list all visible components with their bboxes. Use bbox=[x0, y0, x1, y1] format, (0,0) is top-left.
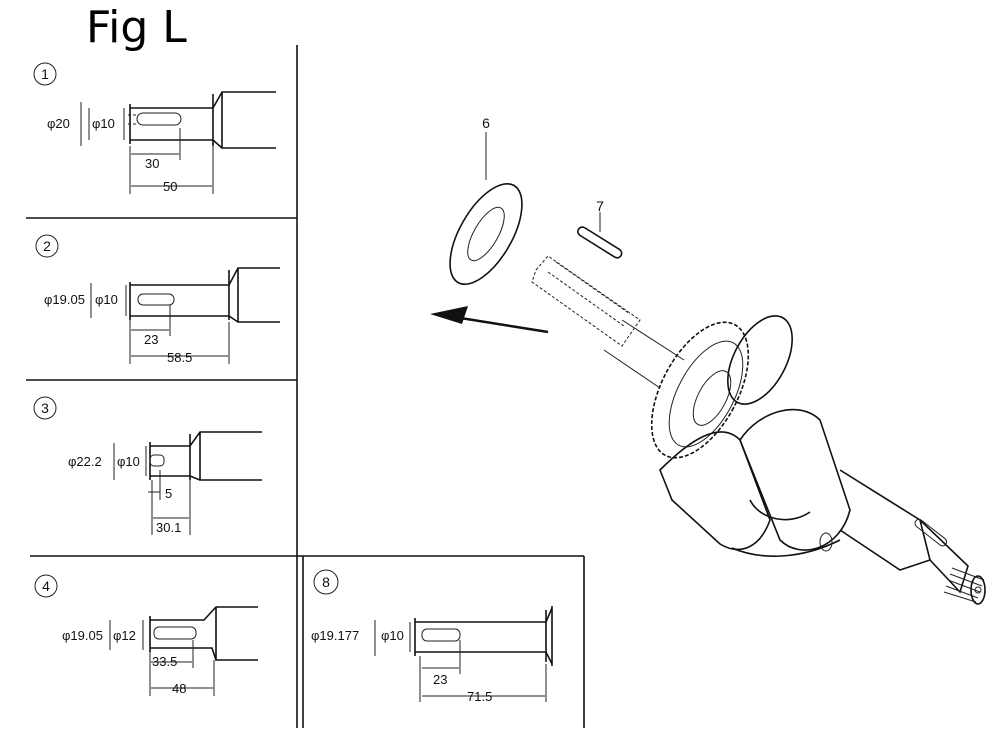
panel-number-circle bbox=[33, 62, 57, 86]
shaft-panel-8: 8 φ19.177 φ10 23 71.5 bbox=[311, 569, 553, 704]
key-callout: 7 bbox=[596, 198, 604, 214]
overall-length-label: 50 bbox=[163, 179, 177, 194]
shaft-panel-1: 1 φ20 φ10 30 50 bbox=[33, 62, 276, 194]
figure-title: Fig L bbox=[86, 2, 187, 53]
crankshaft-illustration: 6 7 bbox=[430, 115, 986, 605]
diameter-label: φ19.05 bbox=[44, 292, 85, 307]
shaft-end bbox=[531, 255, 685, 389]
timing-gear bbox=[650, 321, 750, 459]
inner-diameter-label: φ10 bbox=[117, 454, 140, 469]
panel-number: 1 bbox=[41, 66, 49, 82]
panel-dividers bbox=[26, 45, 585, 728]
crank-body bbox=[659, 315, 851, 557]
length-label: 33.5 bbox=[152, 654, 177, 669]
inner-diameter-label: φ10 bbox=[95, 292, 118, 307]
panel-number-circle bbox=[34, 574, 58, 598]
diameter-label: φ19.177 bbox=[311, 628, 359, 643]
overall-length-label: 71.5 bbox=[467, 689, 492, 704]
length-label: 30 bbox=[145, 156, 159, 171]
diameter-label: φ20 bbox=[47, 116, 70, 131]
panel-number: 4 bbox=[42, 578, 50, 594]
panel-number: 3 bbox=[41, 400, 49, 416]
overall-length-label: 58.5 bbox=[167, 350, 192, 365]
panel-number: 2 bbox=[43, 238, 51, 254]
diameter-label: φ22.2 bbox=[68, 454, 102, 469]
output-shaft bbox=[839, 469, 986, 605]
washer-callout: 6 bbox=[482, 115, 490, 131]
shaft-panel-3: 3 φ22.2 φ10 5 30.1 bbox=[33, 396, 262, 535]
panel-number-circle bbox=[35, 234, 59, 258]
length-label: 23 bbox=[433, 672, 447, 687]
direction-arrow bbox=[430, 306, 549, 334]
overall-length-label: 48 bbox=[172, 681, 186, 696]
inner-diameter-label: φ10 bbox=[381, 628, 404, 643]
panel-number: 8 bbox=[322, 574, 330, 590]
inner-diameter-label: φ12 bbox=[113, 628, 136, 643]
shaft-thread bbox=[943, 567, 986, 605]
shaft-panel-2: 2 φ19.05 φ10 23 58.5 bbox=[35, 234, 280, 365]
panel-number-circle bbox=[33, 396, 57, 420]
key-part: 7 bbox=[577, 198, 623, 259]
length-label: 23 bbox=[144, 332, 158, 347]
panel-number-circle bbox=[313, 569, 339, 595]
shaft-panel-4: 4 φ19.05 φ12 33.5 48 bbox=[34, 574, 258, 696]
keyway-length-label: 5 bbox=[165, 486, 172, 501]
diameter-label: φ19.05 bbox=[62, 628, 103, 643]
inner-diameter-label: φ10 bbox=[92, 116, 115, 131]
washer-part: 6 bbox=[449, 115, 523, 286]
overall-length-label: 30.1 bbox=[156, 520, 181, 535]
